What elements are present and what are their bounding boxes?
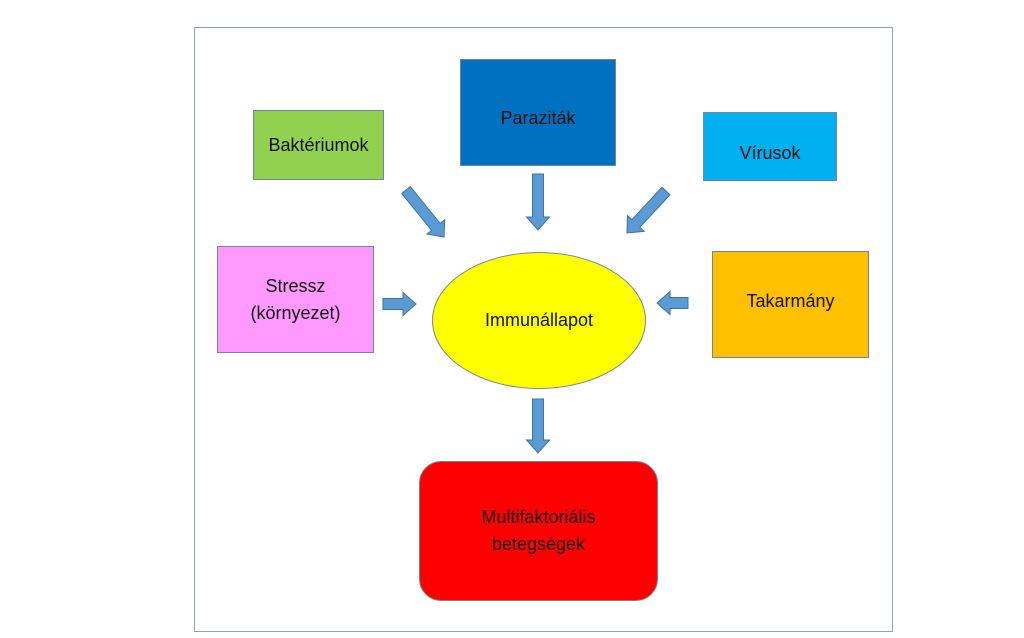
node-virusok-label: Vírusok — [739, 143, 801, 163]
node-parazitak-label: Paraziták — [500, 108, 576, 128]
node-immunallapot: Immunállapot — [432, 252, 646, 389]
node-bakteriumok: Baktériumok — [253, 110, 384, 180]
node-stressz: Stressz (környezet) — [217, 246, 374, 353]
node-multifaktorialis: Multifaktoriális betegségek — [419, 461, 658, 601]
node-takarmany-label: Takarmány — [746, 291, 835, 311]
node-parazitak: Paraziták — [460, 59, 616, 166]
node-takarmany: Takarmány — [712, 251, 869, 358]
diagram-frame — [194, 27, 893, 632]
node-stressz-label: Stressz (környezet) — [250, 275, 341, 323]
node-virusok: Vírusok — [703, 112, 837, 181]
node-immunallapot-label: Immunállapot — [484, 310, 594, 330]
node-multifaktorialis-label: Multifaktoriális betegségek — [481, 507, 596, 554]
node-bakteriumok-label: Baktériumok — [268, 134, 369, 155]
